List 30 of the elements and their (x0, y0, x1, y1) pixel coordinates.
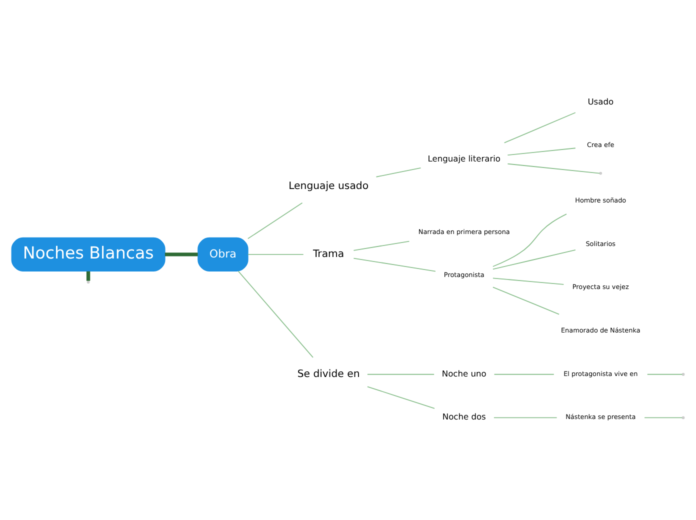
connector (492, 286, 560, 315)
connector (504, 112, 576, 144)
connector (507, 148, 576, 156)
connector (644, 417, 683, 418)
connector (492, 214, 567, 267)
connector (247, 202, 303, 240)
connector (86, 271, 90, 281)
connector (494, 374, 554, 375)
node-text: Trama (312, 249, 344, 260)
connector (366, 386, 435, 409)
connector (164, 252, 198, 256)
node-box: Obra (198, 237, 248, 272)
node-text: Usado (588, 96, 614, 106)
connector (366, 374, 435, 375)
connector (353, 240, 410, 251)
node-text: Noche uno (442, 368, 486, 378)
node-box: Noches Blancas (11, 237, 166, 272)
connector (492, 278, 564, 285)
node-text: Lenguaje usado (288, 180, 369, 192)
connector (493, 417, 558, 418)
node-text: Se divide en (297, 368, 360, 380)
connector (646, 374, 683, 375)
connector (507, 163, 600, 174)
connector (238, 270, 314, 358)
connector (376, 168, 422, 178)
connector (353, 258, 436, 272)
node-text: Lenguaje literario (428, 154, 501, 164)
connector (492, 250, 576, 270)
connector (247, 254, 304, 255)
node-text: Noche dos (442, 412, 486, 422)
